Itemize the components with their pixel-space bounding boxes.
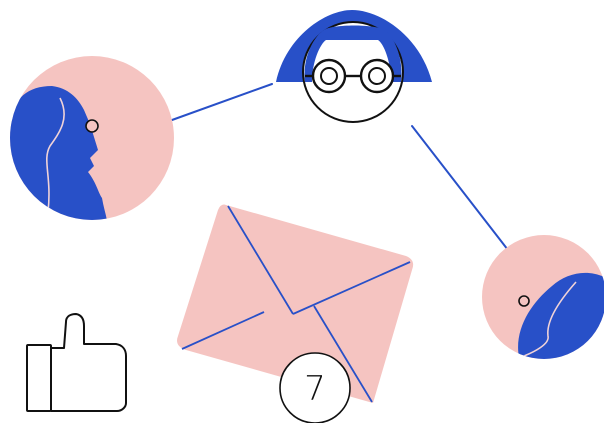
avatar-with-glasses-icon (276, 10, 432, 123)
avatar-left-profile-icon (10, 56, 174, 220)
connector-line-right (411, 125, 509, 251)
notification-badge-icon: 7 (279, 352, 351, 423)
connector-line-left (171, 83, 273, 121)
thumbs-up-icon (26, 313, 127, 412)
avatar-right-profile-icon (482, 235, 604, 359)
notification-count: 7 (304, 369, 326, 409)
envelope-icon (177, 204, 414, 403)
